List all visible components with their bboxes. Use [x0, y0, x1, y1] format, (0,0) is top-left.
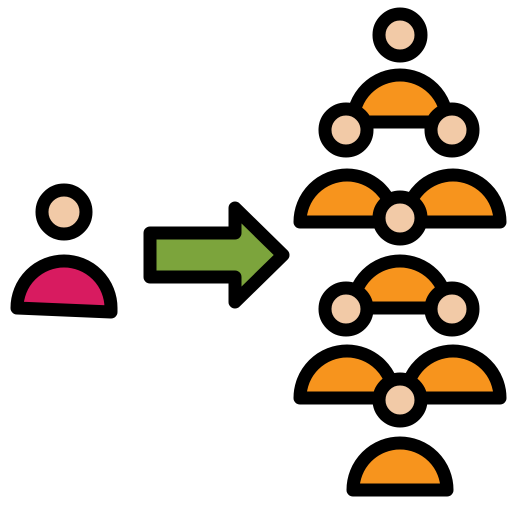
group-person-row4-right-head	[424, 281, 480, 337]
group-person-middle-head	[372, 190, 428, 246]
group-person-row4-left	[293, 281, 401, 405]
group-person-top	[346, 7, 454, 129]
group-people-icon	[293, 7, 507, 497]
single-person-icon	[10, 183, 118, 319]
group-person-bottom-body	[346, 436, 454, 497]
group-person-row2-right-head	[424, 102, 480, 158]
group-person-row4-left-head	[318, 281, 374, 337]
group-person-bottom	[346, 372, 454, 497]
single-person-head	[35, 183, 93, 241]
group-person-bottom-head	[372, 372, 428, 428]
group-person-row2-left-head	[318, 102, 374, 158]
group-person-top-head	[372, 7, 428, 63]
single-person-body	[10, 254, 118, 319]
right-arrow-icon	[143, 201, 290, 309]
